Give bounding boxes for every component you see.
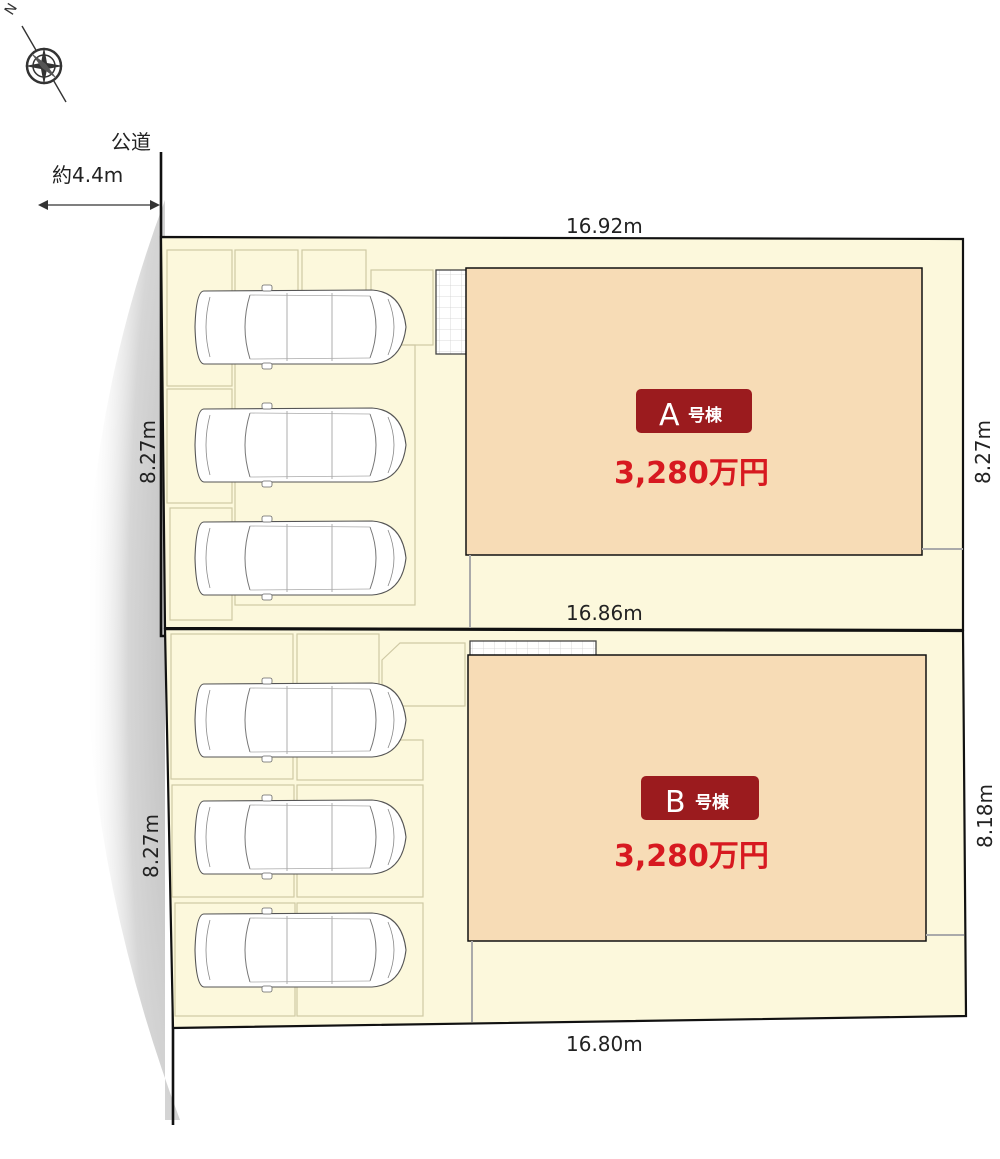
compass-rose-icon (21, 25, 67, 103)
lot-b-suffix: 号棟 (695, 792, 730, 813)
car-b1 (194, 677, 407, 763)
road-label: 公道 (111, 130, 151, 154)
dim-left-a: 8.27m (136, 420, 160, 484)
lot-a-suffix: 号棟 (688, 405, 723, 426)
dim-right-a: 8.27m (971, 420, 995, 484)
road-width-label: 約4.4m (52, 163, 123, 187)
car-a2 (194, 402, 407, 488)
dim-right-b: 8.18m (973, 784, 997, 848)
lot-b-price: 3,280万円 (614, 839, 769, 874)
car-b3 (194, 907, 407, 993)
dim-middle: 16.86m (566, 601, 643, 625)
car-a1 (194, 284, 407, 370)
dim-left-b: 8.27m (139, 814, 163, 878)
lot-a-price: 3,280万円 (614, 456, 769, 491)
lot-b-letter: B (665, 785, 686, 820)
dim-top: 16.92m (566, 214, 643, 238)
car-a3 (194, 515, 407, 601)
north-label: N (2, 1, 21, 18)
dim-bottom: 16.80m (566, 1032, 643, 1056)
lot-b (163, 627, 968, 1030)
lot-a-badge: A 号棟 (636, 389, 752, 433)
lot-a (159, 235, 965, 632)
car-b2 (194, 794, 407, 880)
public-road (86, 200, 180, 1120)
road-width-arrow (38, 200, 160, 210)
lot-b-badge: B 号棟 (641, 776, 759, 820)
lot-a-letter: A (659, 398, 680, 433)
